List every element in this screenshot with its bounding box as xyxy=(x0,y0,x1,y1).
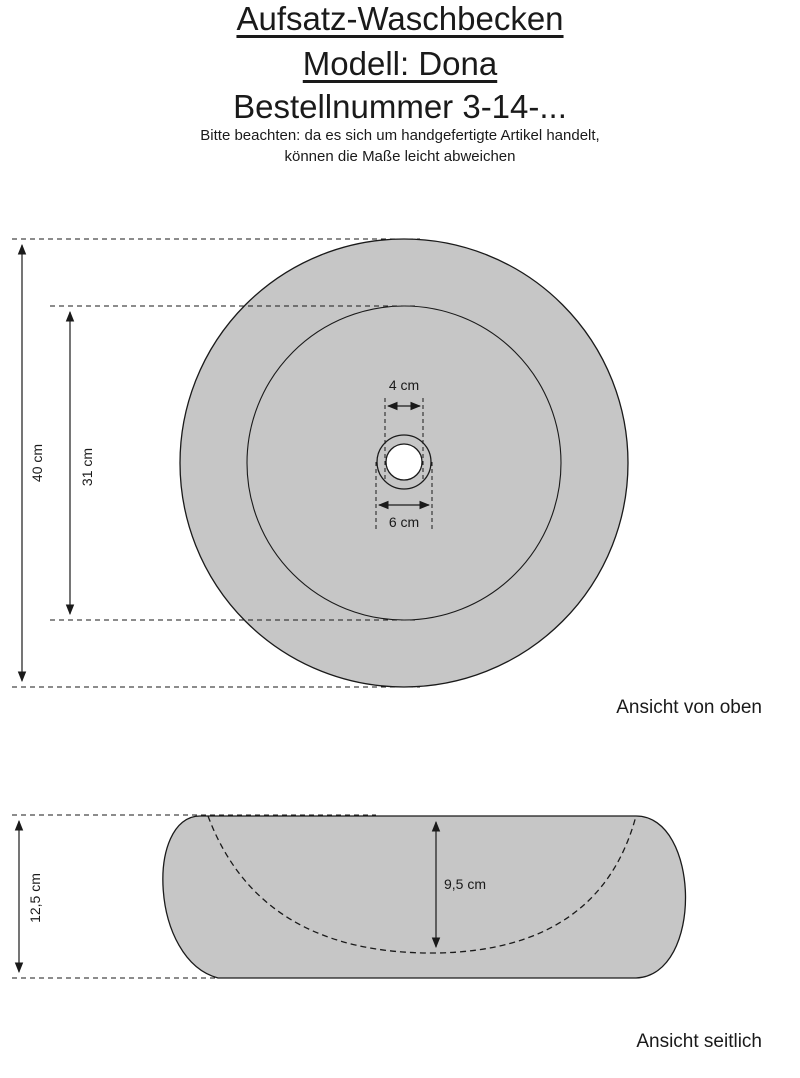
order-number: Bestellnummer 3-14-... xyxy=(233,88,567,125)
label-basin-depth: 9,5 cm xyxy=(444,876,486,892)
basin-inner-depth-curve xyxy=(207,815,637,954)
handmade-note-line1: Bitte beachten: da es sich um handgefert… xyxy=(200,127,600,144)
label-total-height: 12,5 cm xyxy=(27,873,43,923)
caption-side-view: Ansicht seitlich xyxy=(636,1031,762,1052)
label-drain-outer: 6 cm xyxy=(389,514,419,530)
top-view: 40 cm 31 cm 4 cm 6 cm xyxy=(12,238,629,688)
handmade-note-line2: können die Maße leicht abweichen xyxy=(284,148,516,165)
side-view: 12,5 cm 9,5 cm xyxy=(12,814,687,979)
product-title: Aufsatz-Waschbecken xyxy=(236,0,564,37)
label-outer-diameter: 40 cm xyxy=(29,444,45,482)
label-drain-inner: 4 cm xyxy=(389,377,419,393)
drain-hole xyxy=(385,443,423,481)
basin-side-profile xyxy=(162,815,687,979)
model-name: Modell: Dona xyxy=(302,45,498,82)
caption-top-view: Ansicht von oben xyxy=(616,697,762,718)
label-inner-diameter: 31 cm xyxy=(79,448,95,486)
